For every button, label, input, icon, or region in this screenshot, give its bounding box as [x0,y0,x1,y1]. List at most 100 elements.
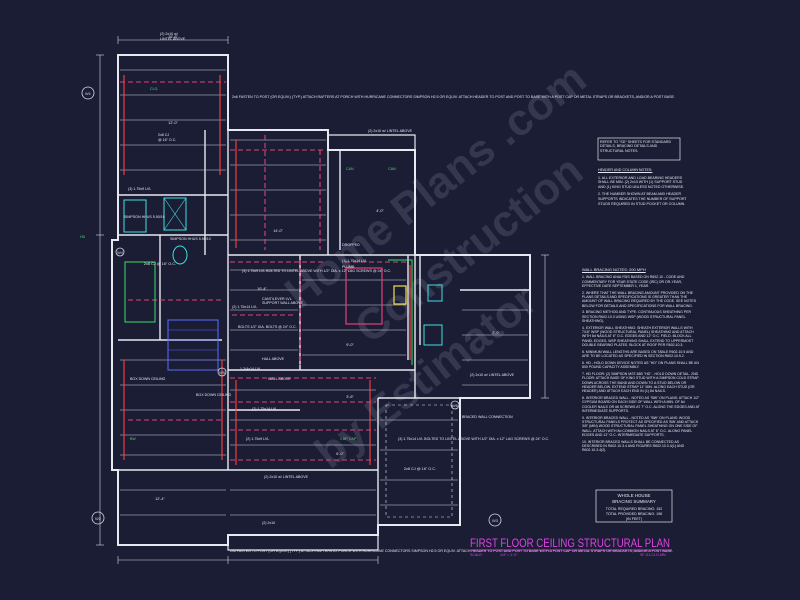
bracing-note-item: 6. HD - HOLD DOWN DEVICE NOTED AS "HD" O… [582,360,699,370]
summary-title-2: BRACING SUMMARY [612,499,656,504]
dim-label: 16'-6" [168,35,178,39]
dimension-labels: 16'-6" 12'-0" 14'-0" 10'-4" 4'-0" 9'-0" … [144,35,501,501]
support-markers [123,75,411,465]
plan-label: (2) 2x10 w/ [160,32,178,36]
bracing-note-item: 2. WHERE THAT THE WALL BRACING AMOUNT PR… [582,290,697,308]
plan-label: 2x8 CJ [158,133,169,137]
plan-label: HALL ABOVE [262,357,285,361]
dimensions [96,36,549,564]
bracing-note-item: 10. INTERIOR BRACED WALLS SHALL BE CONNE… [582,439,685,453]
cabinets [388,259,413,365]
garage-bay [385,404,453,518]
plan-label: (2) 2x10 w/ LINTEL ABOVE [470,373,515,377]
header-note-item: 1. ALL EXTERIOR AND LOAD BEARING HEADERS… [598,175,685,189]
plan-label: BOX DOWN CEILING [196,393,232,397]
dim-label: 4'-0" [376,209,384,213]
range [393,285,407,305]
dim-label: 10'-4" [257,287,267,291]
summary-title-1: WHOLE HOUSE [618,493,651,498]
plan-label: (2) 2x10 w/ LINTEL ABOVE [264,475,309,479]
plan-label: (1) 1.75x14 LVL [342,259,367,263]
bracing-summary-box [595,489,673,523]
fridge [423,324,443,346]
plan-label: BW [130,437,136,441]
toilet [172,245,188,265]
plan-label: CAN [388,167,396,171]
bracing-note-item: 8. INTERIOR BRACED WALL - NOTED AS "BW" … [582,395,700,413]
bracing-note-item: 3. BRACING METHOD AND TYPE: CONTINUOUS S… [582,310,691,323]
beams [120,81,406,461]
callouts [81,86,502,527]
marker-w5: W5 [219,370,226,375]
plan-label: HD [80,235,86,239]
plan-label: (3) 1.75x9 LVL [128,187,151,191]
header-note-item: 2. THE NUMBER SHOWN AT BEAM AND HEADER S… [598,192,687,206]
plan-label: SIMPSON HHUS 5.50/10 [170,237,211,241]
scale-label: SCALE: [470,553,483,557]
plan-label: (2) 2x10 [262,521,275,525]
dim-label: 6'-0" [336,452,344,456]
title-block: FIRST FLOOR CEILING STRUCTURAL PLAN SCAL… [470,538,672,557]
dim-label: 14'-0" [273,229,283,233]
bracing-note-item: 1. WALL BRACING ANALYSIS BASED ON R602.1… [582,275,685,288]
marker-w2: W2 [95,516,102,521]
floor-plan [111,54,531,551]
plan-label: WALL ABOVE [268,377,291,381]
plan-label: (2) 1.75x14 LVL [252,407,277,411]
exterior-wall [111,54,531,546]
plan-label: CLG. [150,87,158,91]
dim-label: 9'-0" [346,343,354,347]
marker-w1: W1 [85,91,92,96]
summary-required: TOTAL REQUIRED BRACING: 152 [606,507,662,511]
plan-label: (3) 1.75x9 LVL BOLTED TO LINTEL ABOVE WI… [242,269,391,273]
dim-label: 2x8 CJ @ 16" O.C. [404,467,436,471]
sink [427,284,443,302]
summary-units: (IN FEET) [626,517,642,521]
bracing-note-item: 5. MINIMUM WALL LENGTHS ARE BASED ON TAB… [582,349,694,359]
fixtures [123,197,453,518]
plan-label: (2) 1.75x14 LVL [232,305,257,309]
notes-panel: REFER TO "SD" SHEETS FOR STANDARD DETAIL… [582,137,700,523]
bracing-note-item: 7. HD FLOOR: (2) SIMPSON MST-58S "HD" - … [582,371,699,394]
plan-label: 1 BP CAP [340,437,357,441]
plan-label: LINTEL ABOVE [160,37,186,41]
plan-label: DROPPED [342,243,360,247]
dim-label: 2'-0" [492,331,500,335]
ceiling-joists [120,69,528,516]
plan-label: BRACED WALL CONNECTION [462,415,513,419]
bay-outline [227,535,379,551]
bracing-note-item: 4. EXTERIOR WALL SHEATHING: SHEATH EXTER… [582,325,694,347]
callout-text: W1 W2 W3 W4 W5 W6 [85,91,499,523]
summary-provided: TOTAL PROVIDED BRACING: 198 [606,512,662,516]
plan-label: 2x6 FASTEN TO POST (OR EQUIV.) (TYP.) AT… [232,95,675,99]
porch-outline [328,134,416,150]
dim-label: 3'-6" [346,395,354,399]
stair [167,319,219,371]
plan-label: CANTILEVER LVL [262,297,292,301]
header-notes-title: HEADER AND COLUMN NOTES: [598,168,653,172]
marker-w4: W4 [117,250,124,255]
plan-label: (3) 1.75x14 LVL BOLTED TO LINTEL ABOVE W… [398,437,549,441]
plan-label: BOLTS 1/2" DIA. BOLTS @ 24" O.C. [238,325,297,329]
plan-label: (2) 2x10 w/ LINTEL ABOVE [368,129,413,133]
bracing-notes-title: WALL BRACING NOTES: 200 MPH [582,268,646,272]
refer-note: REFER TO "SD" SHEETS FOR STANDARD DETAIL… [600,140,672,153]
dim-label: 12'-0" [168,121,178,125]
plan-label: SUPPORT WALL ABOVE [262,301,304,305]
plan-label: 2x6 FASTEN TO POST (OR EQUIV.) (TYP.) AT… [230,549,673,553]
plan-label: (2) 1.75x9 LVL [246,437,269,441]
marker-w6: W6 [452,403,459,408]
drawing-title: FIRST FLOOR CEILING STRUCTURAL PLAN [470,538,670,550]
tub [123,199,147,233]
kitchen-island [345,267,383,325]
sheet-reference: SF-S1-CLG-MN [640,553,666,557]
plan-label: @ 16" O.C. [158,138,176,142]
shower [163,197,187,231]
dim-label: 2x8 CJ @ 16" O.C. [144,262,176,266]
dim-label: 12'-4" [155,497,165,501]
marker-w3: W3 [492,518,499,523]
scale-value: 1/4" = 1'-0" [500,553,518,557]
plan-labels: (2) 2x10 w/ LINTEL ABOVE (2) 2x10 w/ LIN… [80,32,675,553]
vanity [124,261,156,323]
